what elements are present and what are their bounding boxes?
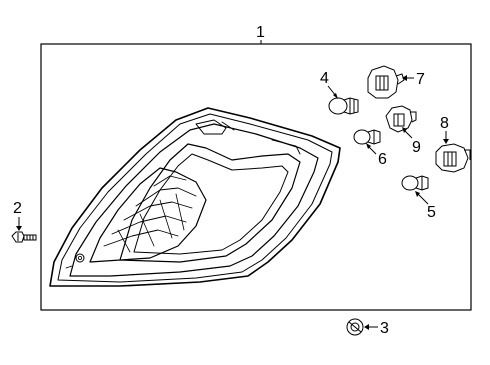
callout-1: 1 <box>256 24 265 41</box>
leader-8-arrow <box>443 139 449 144</box>
leader-2-arrow <box>16 226 22 231</box>
leader-5 <box>417 193 429 205</box>
leader-3-arrow <box>364 324 369 330</box>
bulb-part-5 <box>401 175 429 191</box>
bolt-part-2 <box>11 231 37 243</box>
callout-8: 8 <box>440 115 449 132</box>
callout-6: 6 <box>378 151 387 168</box>
callout-3: 3 <box>380 320 389 337</box>
socket-part-9 <box>385 105 417 133</box>
callout-7: 7 <box>416 71 425 88</box>
assembly-frame <box>40 43 472 311</box>
callout-2: 2 <box>13 200 22 217</box>
bulb-part-4 <box>328 97 359 115</box>
socket-part-7 <box>367 65 405 99</box>
leader-6-arrow <box>366 143 371 149</box>
callout-5: 5 <box>427 204 436 221</box>
bulb-part-6 <box>353 129 381 145</box>
callout-9: 9 <box>412 139 421 156</box>
leader-9 <box>403 129 413 139</box>
leader-7-arrow <box>402 75 407 81</box>
leader-4-arrow <box>333 93 338 99</box>
socket-part-8 <box>435 143 471 173</box>
grommet-part-3 <box>346 318 364 336</box>
callout-4: 4 <box>320 70 329 87</box>
leader-9-arrow <box>402 127 407 133</box>
leader-5-arrow <box>415 191 420 197</box>
tail-lamp-assembly <box>49 107 341 287</box>
